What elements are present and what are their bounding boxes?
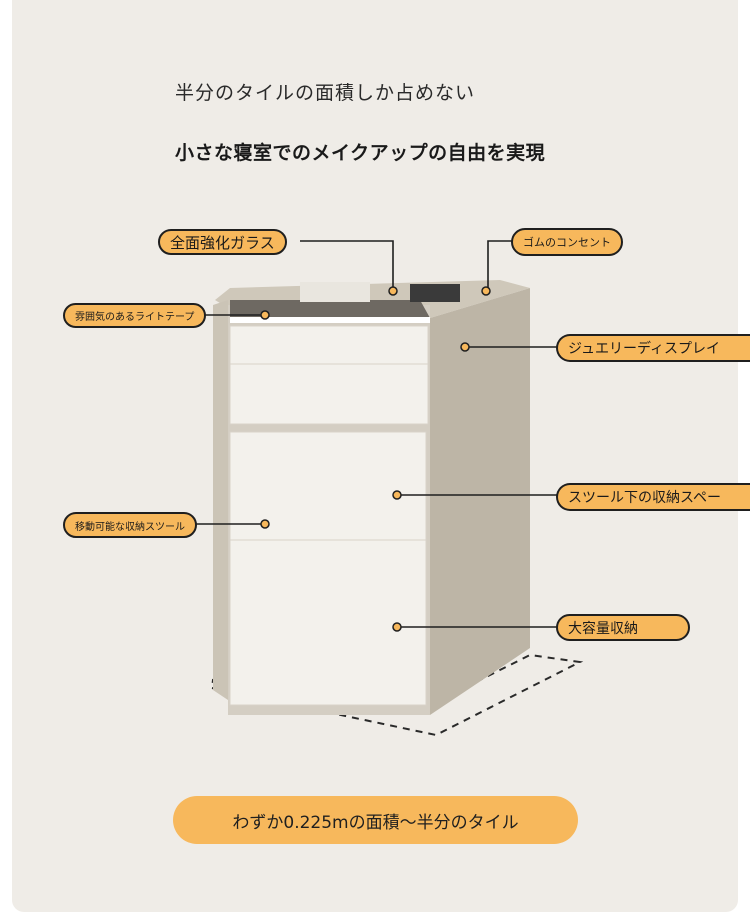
- marker-outlet: [481, 286, 491, 296]
- drawer-top: [229, 325, 429, 369]
- cabinet-side-panel: [430, 288, 530, 715]
- label-movable-stool: 移動可能な収納スツール: [63, 512, 197, 538]
- display-items: [300, 282, 370, 302]
- glass-top: [230, 300, 430, 318]
- headline: 半分のタイルの面積しか占めない: [175, 82, 476, 104]
- label-light-strip: 雰囲気のあるライトテープ: [63, 303, 207, 328]
- marker-large-storage: [392, 622, 402, 632]
- footer-text: わずか0.225mの面積〜半分のタイル: [232, 812, 519, 833]
- label-stool-storage: スツール下の収納スペー: [556, 483, 750, 511]
- subline: 小さな寝室でのメイクアップの自由を実現: [175, 142, 546, 164]
- marker-light: [260, 310, 270, 320]
- label-glass: 全面強化ガラス: [158, 229, 287, 255]
- drawer-bottom: [229, 539, 427, 706]
- label-large-storage: 大容量収納: [556, 614, 690, 641]
- cabinet-left-panel: [213, 300, 228, 700]
- marker-stool-storage: [392, 490, 402, 500]
- light-strip: [230, 317, 430, 323]
- marker-jewelry: [460, 342, 470, 352]
- label-outlet: ゴムのコンセント: [511, 228, 623, 256]
- drawer-second: [229, 363, 429, 425]
- label-jewelry: ジュエリーディスプレイ: [556, 334, 750, 362]
- marker-movable-stool: [260, 519, 270, 529]
- marker-glass: [388, 286, 398, 296]
- footer-banner: わずか0.225mの面積〜半分のタイル: [173, 796, 578, 844]
